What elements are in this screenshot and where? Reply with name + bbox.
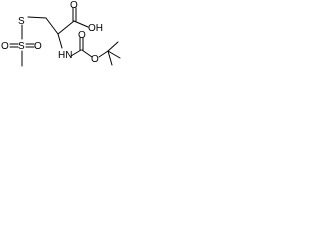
atom-labels: S O S O O OH HN O O bbox=[1, 0, 103, 65]
chemical-structure: S O S O O OH HN O O bbox=[1, 0, 121, 67]
atom-oxygen-acid-double: O bbox=[70, 0, 78, 11]
bond-tbu-me1 bbox=[107, 50, 121, 59]
bond-o-tbu bbox=[98, 50, 109, 58]
bond-cacid-oh bbox=[73, 20, 89, 28]
bond-ca-n bbox=[57, 33, 63, 49]
atom-oxygen-carbamate-double: O bbox=[78, 30, 86, 41]
bond-ch2-s bbox=[27, 16, 47, 19]
atom-oxygen-sulfonyl-left: O bbox=[1, 41, 9, 52]
atom-sulfur-sulfonyl: S bbox=[18, 41, 25, 52]
bond-ca-ch2 bbox=[45, 17, 59, 35]
bond-tbu-me2 bbox=[107, 41, 119, 52]
bond-tbu-me3 bbox=[107, 50, 113, 66]
atom-hydroxyl: OH bbox=[88, 23, 103, 34]
bond-n-carbonyl bbox=[70, 49, 82, 57]
atom-sulfur-thio: S bbox=[18, 16, 25, 27]
atom-oxygen-sulfonyl-right: O bbox=[34, 41, 42, 52]
atom-oxygen-carbamate: O bbox=[91, 54, 99, 65]
bond-ca-cacid bbox=[57, 20, 75, 35]
atom-amine: HN bbox=[58, 50, 72, 61]
bond-carbonyl-o bbox=[81, 49, 93, 58]
bonds bbox=[9, 7, 121, 67]
